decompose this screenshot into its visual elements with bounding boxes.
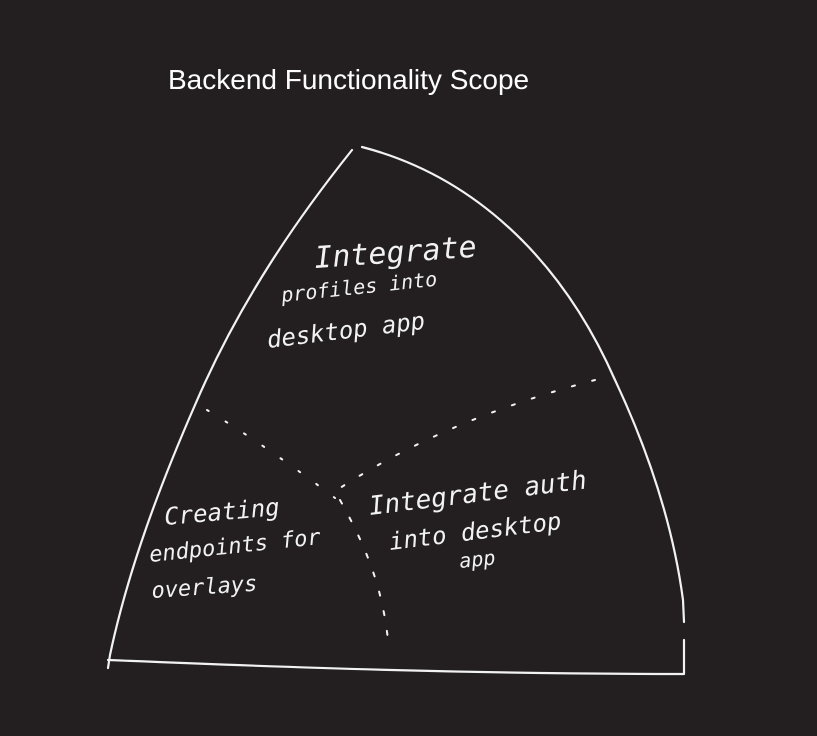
region-left-line-3: overlays [151, 572, 258, 604]
region-left-label: Creating endpoints for overlays [148, 493, 323, 604]
divider-bottom [339, 499, 389, 641]
region-right-label: Integrate auth into desktop app [367, 465, 588, 573]
region-left-line-2: endpoints for [148, 525, 323, 568]
region-right-line-3: app [458, 545, 496, 573]
region-top-label: Integrate profiles into desktop app [265, 230, 477, 354]
left-edge [106, 148, 354, 670]
region-left-line-1: Creating [163, 493, 281, 531]
region-top-line-3: desktop app [265, 307, 426, 354]
right-edge [360, 145, 686, 624]
divider-right [339, 379, 596, 489]
bottom-edge [106, 638, 686, 676]
diagram-title: Backend Functionality Scope [168, 64, 530, 95]
divider-left [206, 409, 336, 499]
outer-boundary [106, 145, 686, 676]
region-top-line-1: Integrate [313, 230, 478, 276]
